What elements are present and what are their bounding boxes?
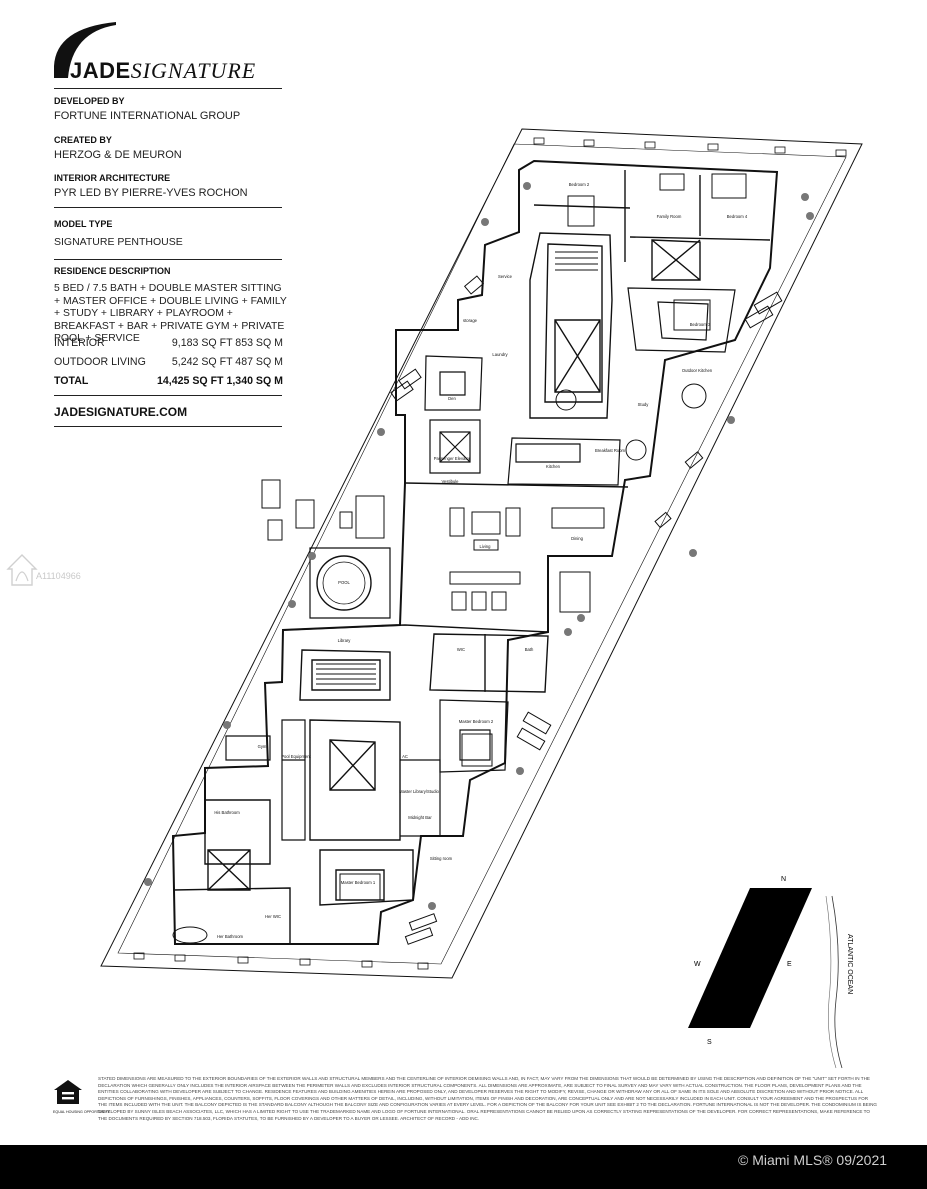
- interior-value: 9,183 SQ FT 853 SQ M: [171, 337, 283, 349]
- room-label-library: Library: [338, 638, 352, 643]
- room-label-pool-equipment: Pool Equipment: [281, 754, 311, 759]
- legal-disclaimer: STATED DIMENSIONS ARE MEASURED TO THE EX…: [98, 1076, 877, 1121]
- room-label-bedroom3: Bedroom 3: [690, 322, 711, 327]
- interior-name: INTERIOR: [54, 337, 105, 349]
- room-label-family: Family Room: [657, 214, 682, 219]
- total-name: TOTAL: [54, 375, 89, 387]
- total-value: 14,425 SQ FT 1,340 SQ M: [156, 375, 283, 387]
- room-label-her-wic: Her WIC: [265, 914, 281, 919]
- room-label-storage: storage: [463, 318, 478, 323]
- room-label-bath: Bath: [525, 647, 534, 652]
- mls-watermark-icon: [6, 554, 38, 586]
- residence-description: 5 BED / 7.5 BATH + DOUBLE MASTER SITTING…: [54, 283, 287, 345]
- divider: [54, 395, 282, 396]
- room-label-bedroom2: Bedroom 2: [569, 182, 590, 187]
- room-label-midnight-bar: Midnight Bar: [408, 815, 432, 820]
- equal-housing-icon: EQUAL HOUSING OPPORTUNITY: [53, 1079, 110, 1114]
- outdoor-value: 5,242 SQ FT 487 SQ M: [171, 356, 283, 368]
- outdoor-name: OUTDOOR LIVING: [54, 356, 146, 368]
- room-label-his-bathroom: His Bathroom: [214, 810, 240, 815]
- created-by-label: CREATED BY: [54, 135, 112, 145]
- room-label-dining: Dining: [571, 536, 584, 541]
- mls-copyright: © Miami MLS® 09/2021: [738, 1152, 888, 1168]
- room-label-passenger: Passenger Elevator: [434, 456, 471, 461]
- room-label-bedroom4: Bedroom 4: [727, 214, 748, 219]
- interior-architecture-label: INTERIOR ARCHITECTURE: [54, 173, 171, 183]
- logo-mark-icon: [54, 22, 116, 78]
- balcony-outline: [100, 128, 863, 979]
- divider: [54, 207, 282, 208]
- room-label-vestibule: Vestibule: [442, 479, 460, 484]
- room-label-study: Study: [638, 402, 650, 407]
- brand-logo: JADESIGNATURE: [54, 22, 294, 84]
- room-label-den: Den: [448, 396, 456, 401]
- listing-id-watermark: A11104966: [36, 571, 81, 581]
- room-label-pool: POOL: [338, 580, 350, 585]
- eho-label: EQUAL HOUSING OPPORTUNITY: [53, 1110, 110, 1114]
- room-label-master-bedroom2: Master Bedroom 2: [459, 719, 494, 724]
- developed-by-label: DEVELOPED BY: [54, 96, 125, 106]
- model-type-label: MODEL TYPE: [54, 219, 113, 229]
- room-label-wic: WIC: [457, 647, 465, 652]
- room-label-sitting: Sitting room: [430, 856, 453, 861]
- room-label-her-bathroom: Her Bathroom: [217, 934, 244, 939]
- developed-by-value: FORTUNE INTERNATIONAL GROUP: [54, 110, 241, 122]
- divider: [54, 259, 282, 260]
- plants: [144, 182, 814, 910]
- room-label-gym: Gym: [258, 744, 267, 749]
- model-type-value: SIGNATURE PENTHOUSE: [54, 236, 183, 248]
- room-label-service: Service: [498, 274, 513, 279]
- divider: [54, 426, 282, 427]
- residence-description-label: RESIDENCE DESCRIPTION: [54, 266, 171, 276]
- room-label-laundry: Laundry: [492, 352, 508, 357]
- divider: [54, 88, 282, 89]
- room-label-living: Living: [480, 544, 492, 549]
- brand-wordmark: JADESIGNATURE: [70, 58, 257, 83]
- room-label-ac: AC: [402, 754, 408, 759]
- interior-architecture-value: PYR LED BY PIERRE-YVES ROCHON: [54, 187, 248, 199]
- room-label-breakfast: Breakfast Room: [595, 448, 626, 453]
- website-link[interactable]: JADESIGNATURE.COM: [54, 405, 188, 419]
- interior-outline: [171, 159, 779, 945]
- room-label-outdoor-kitchen: Outdoor Kitchen: [682, 368, 713, 373]
- room-label-master-library: Master Library/Studio: [399, 789, 439, 794]
- created-by-value: HERZOG & DE MEURON: [54, 149, 182, 161]
- room-label-kitchen: Kitchen: [546, 464, 561, 469]
- room-label-master-bedroom1: Master Bedroom 1: [341, 880, 376, 885]
- footer-bar: [0, 1145, 927, 1189]
